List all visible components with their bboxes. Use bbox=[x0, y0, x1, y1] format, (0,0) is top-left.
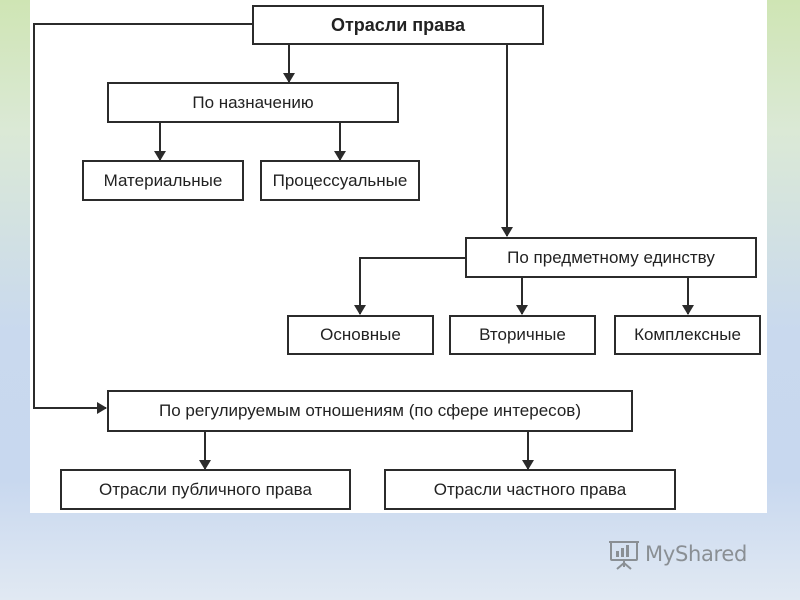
presentation-board-icon bbox=[609, 541, 639, 570]
connector-root-relations bbox=[33, 23, 252, 414]
node-public-law: Отрасли публичного права bbox=[60, 469, 351, 510]
root-node: Отрасли права bbox=[252, 5, 544, 45]
node-basic: Основные bbox=[287, 315, 434, 355]
node-by-regulated-relations: По регулируемым отношениям (по сфере инт… bbox=[107, 390, 633, 432]
watermark: MyShared bbox=[607, 536, 747, 572]
node-by-subject-unity: По предметному единству bbox=[465, 237, 757, 278]
node-procedural: Процессуальные bbox=[260, 160, 420, 201]
node-complex: Комплексные bbox=[614, 315, 761, 355]
node-private-law: Отрасли частного права bbox=[384, 469, 676, 510]
connector-subject-basic bbox=[354, 257, 465, 315]
node-by-purpose: По назначению bbox=[107, 82, 399, 123]
node-secondary: Вторичные bbox=[449, 315, 596, 355]
watermark-text: MyShared bbox=[645, 542, 748, 566]
node-material: Материальные bbox=[82, 160, 244, 201]
